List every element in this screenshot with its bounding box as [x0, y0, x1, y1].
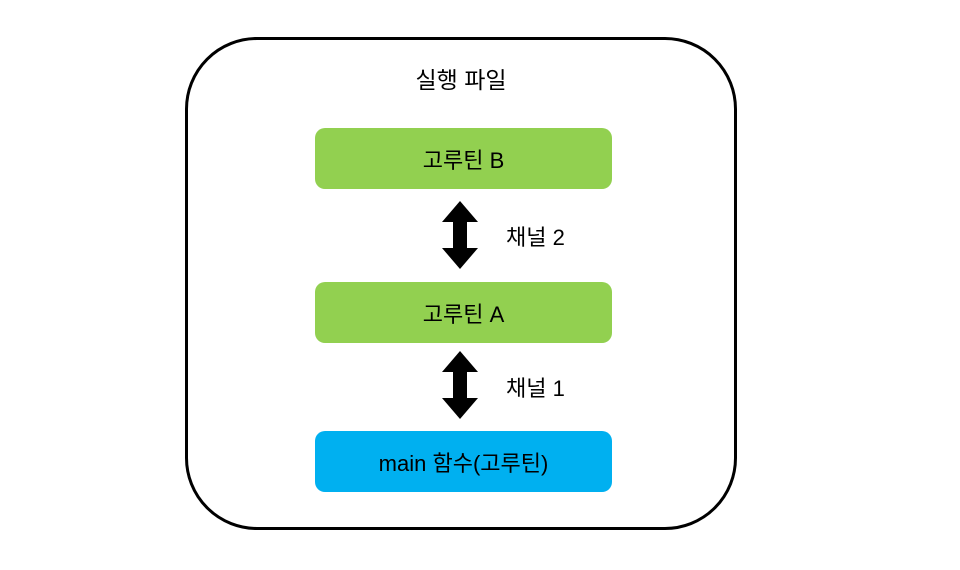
node-main-function: main 함수(고루틴)	[315, 431, 612, 492]
node-goroutine-a: 고루틴 A	[315, 282, 612, 343]
double-arrow-icon	[442, 201, 478, 269]
node-goroutine-a-label: 고루틴 A	[422, 301, 505, 327]
double-arrow-icon	[442, 351, 478, 419]
node-main-function-label: main 함수(고루틴)	[378, 450, 549, 476]
channel-2-label: 채널 2	[506, 225, 565, 250]
diagram-title: 실행 파일	[415, 67, 507, 93]
channel-1-label: 채널 1	[506, 376, 565, 401]
node-goroutine-b-label: 고루틴 B	[422, 147, 505, 173]
node-goroutine-b: 고루틴 B	[315, 128, 612, 189]
